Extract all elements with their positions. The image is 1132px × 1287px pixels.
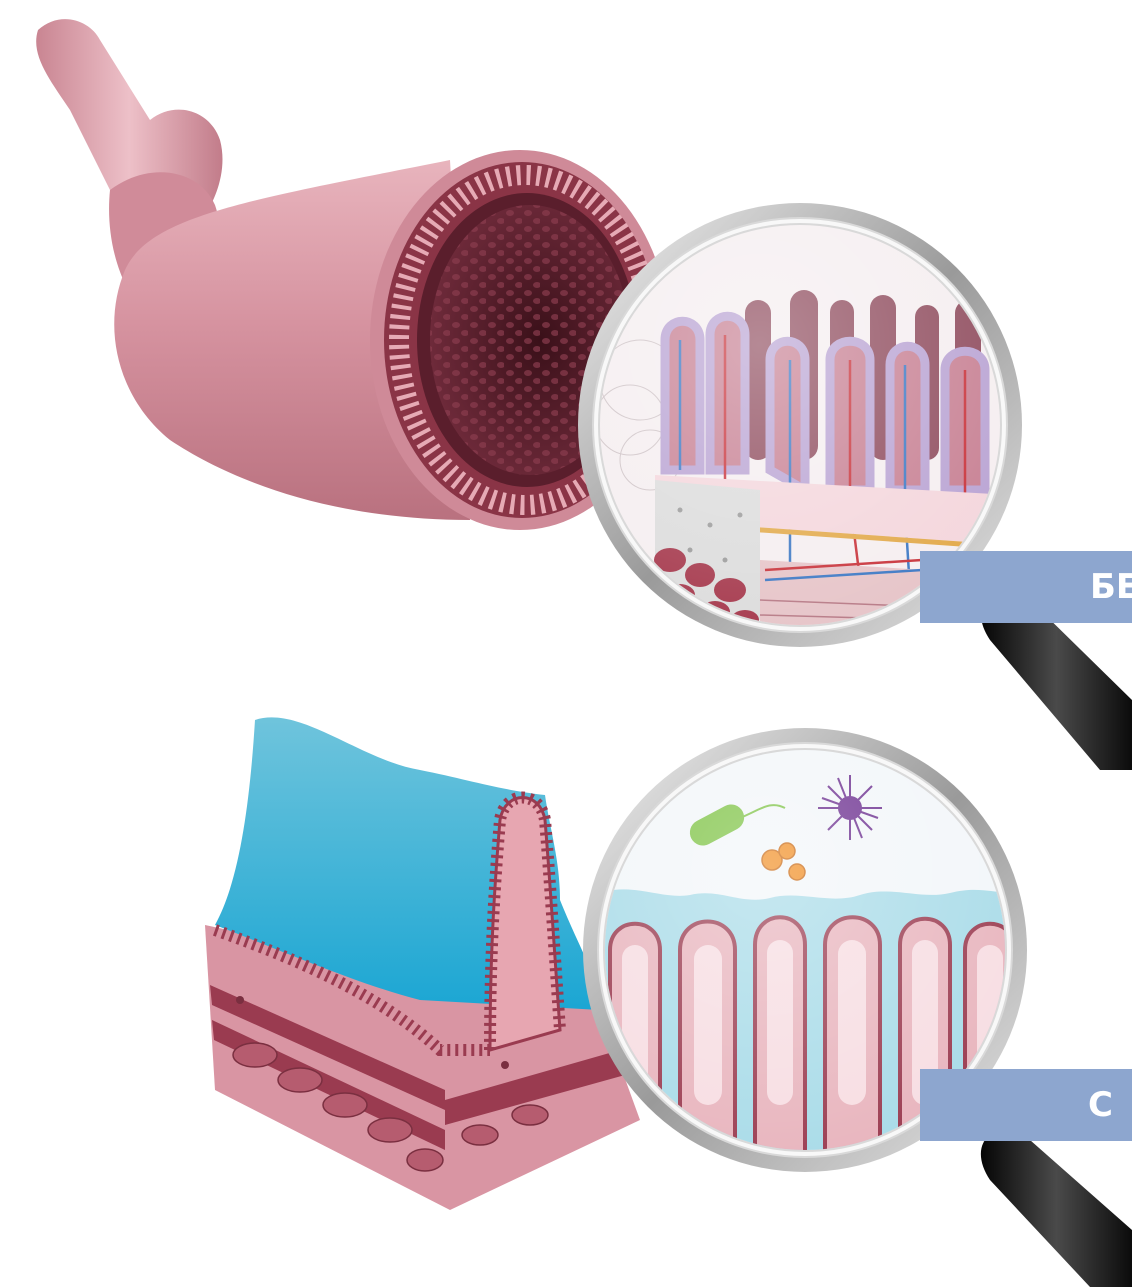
top-label-text: БЕ xyxy=(1090,567,1132,607)
bottom-label-tag: С xyxy=(920,1069,1132,1141)
top-magnifier xyxy=(578,203,1132,770)
top-label-tag: БЕ xyxy=(920,551,1132,623)
bottom-magnifier xyxy=(583,728,1132,1287)
mucosa-fold xyxy=(205,717,640,1210)
intestine-tube xyxy=(36,19,670,530)
bottom-label-text: С xyxy=(1088,1085,1113,1125)
